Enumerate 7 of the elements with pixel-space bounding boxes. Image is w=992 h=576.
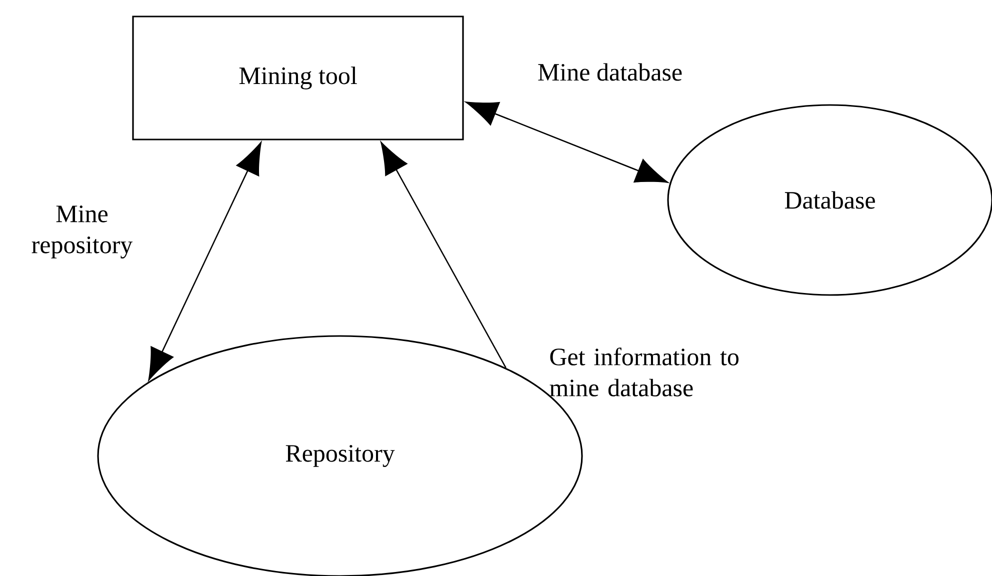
arrow [380, 142, 506, 368]
process-box: Mining tool [132, 16, 464, 140]
edge-label: Mine repository [32, 206, 133, 258]
arrow [466, 102, 668, 183]
arrow [148, 142, 262, 380]
edge-label: Get information to mine database [550, 348, 738, 396]
edge-label: Mine database [538, 63, 682, 81]
